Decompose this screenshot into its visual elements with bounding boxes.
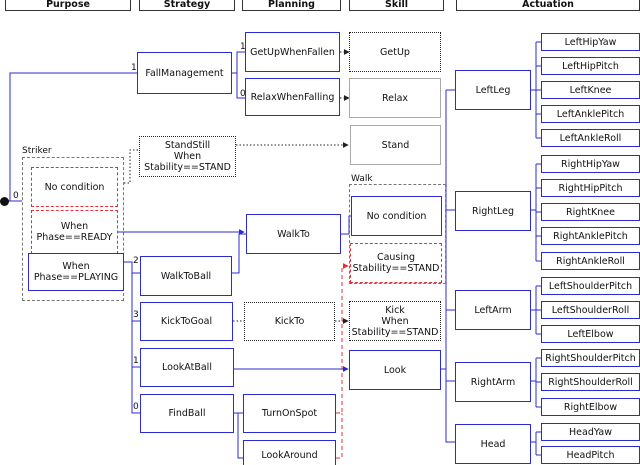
- strategy-look-at-ball[interactable]: LookAtBall: [140, 348, 234, 387]
- joint-left-shoulder-pitch[interactable]: LeftShoulderPitch: [541, 277, 640, 295]
- planning-get-up-when-fallen[interactable]: GetUpWhenFallen: [245, 32, 340, 72]
- joint-right-ankle-roll[interactable]: RightAnkleRoll: [541, 252, 640, 270]
- joint-right-ankle-pitch[interactable]: RightAnklePitch: [541, 227, 640, 245]
- edge-findball-lookaround: [237, 413, 243, 459]
- walk-region-label: Walk: [351, 174, 373, 184]
- joint-right-shoulder-pitch[interactable]: RightShoulderPitch: [541, 349, 640, 367]
- joint-left-knee[interactable]: LeftKnee: [541, 81, 640, 99]
- planning-kick-to[interactable]: KickTo: [244, 302, 335, 341]
- striker-region-label: Striker: [22, 146, 52, 156]
- joint-left-elbow[interactable]: LeftElbow: [541, 325, 640, 343]
- strategy-stand-still[interactable]: StandStill When Stability==STAND: [139, 136, 236, 177]
- strategy-walk-to-ball[interactable]: WalkToBall: [140, 256, 232, 296]
- priority-playing-walk: 2: [133, 256, 139, 266]
- header-actuation: Actuation: [456, 0, 640, 11]
- joint-left-hip-pitch[interactable]: LeftHipPitch: [541, 57, 640, 75]
- joint-right-hip-pitch[interactable]: RightHipPitch: [541, 179, 640, 197]
- priority-root-fall: 1: [131, 63, 137, 73]
- purpose-when-ready[interactable]: When Phase==READY: [31, 210, 118, 254]
- root-node: [0, 197, 9, 206]
- edge-fall-relax: [236, 73, 245, 99]
- joint-left-ankle-roll[interactable]: LeftAnkleRoll: [541, 129, 640, 147]
- actuation-left-arm[interactable]: LeftArm: [455, 290, 531, 330]
- strategy-kick-to-goal[interactable]: KickToGoal: [140, 302, 233, 341]
- edge-rightleg-joints: [531, 163, 541, 262]
- edge-lookaround-causing: [336, 413, 343, 459]
- edge-head-joints: [531, 431, 541, 456]
- skill-no-condition[interactable]: No condition: [351, 196, 442, 236]
- header-planning: Planning: [242, 0, 341, 11]
- actuation-head[interactable]: Head: [455, 424, 531, 464]
- skill-relax[interactable]: Relax: [349, 78, 441, 118]
- actuation-right-leg[interactable]: RightLeg: [455, 191, 531, 231]
- actuation-left-leg[interactable]: LeftLeg: [455, 70, 531, 110]
- edge-turnonspot-causing: [336, 263, 349, 414]
- actuation-right-arm[interactable]: RightArm: [455, 362, 531, 402]
- skill-get-up[interactable]: GetUp: [349, 32, 441, 72]
- joint-head-pitch[interactable]: HeadPitch: [541, 446, 640, 464]
- edge-rightarm-joints: [531, 357, 541, 408]
- skill-stand[interactable]: Stand: [350, 125, 441, 165]
- walk-region: [349, 184, 446, 284]
- planning-walk-to[interactable]: WalkTo: [246, 214, 341, 254]
- joint-right-shoulder-roll[interactable]: RightShoulderRoll: [541, 373, 640, 391]
- edge-fall-getup: [232, 51, 245, 74]
- skill-kick-when-stand[interactable]: Kick When Stability==STAND: [349, 301, 441, 341]
- priority-fall-getup: 1: [240, 42, 246, 52]
- priority-playing-look: 1: [133, 356, 139, 366]
- purpose-when-playing[interactable]: When Phase==PLAYING: [28, 253, 124, 291]
- joint-right-hip-yaw[interactable]: RightHipYaw: [541, 155, 640, 173]
- strategy-fall-management[interactable]: FallManagement: [137, 52, 232, 94]
- planning-relax-when-falling[interactable]: RelaxWhenFalling: [245, 78, 340, 116]
- purpose-no-condition[interactable]: No condition: [31, 167, 118, 207]
- joint-left-shoulder-roll[interactable]: LeftShoulderRoll: [541, 301, 640, 319]
- joint-right-knee[interactable]: RightKnee: [541, 203, 640, 221]
- priority-playing-find: 0: [133, 402, 139, 412]
- header-skill: Skill: [349, 0, 444, 11]
- edge-playing-walktoball: [124, 261, 140, 274]
- header-purpose: Purpose: [5, 0, 131, 11]
- header-strategy: Strategy: [139, 0, 235, 11]
- skill-look[interactable]: Look: [349, 350, 441, 390]
- edge-look-head: [441, 368, 455, 443]
- strategy-find-ball[interactable]: FindBall: [140, 394, 234, 433]
- planning-look-around[interactable]: LookAround: [243, 440, 336, 465]
- joint-left-ankle-pitch[interactable]: LeftAnklePitch: [541, 105, 640, 123]
- edge-walktoball-walkto: [232, 233, 246, 274]
- joint-head-yaw[interactable]: HeadYaw: [541, 423, 640, 441]
- priority-playing-kick: 3: [133, 310, 139, 320]
- planning-turn-on-spot[interactable]: TurnOnSpot: [243, 394, 336, 433]
- priority-fall-relax: 0: [240, 89, 246, 99]
- edge-leftleg-joints: [531, 41, 541, 139]
- priority-root-striker: 0: [13, 191, 19, 201]
- edge-playing-findball: [131, 367, 140, 414]
- joint-left-hip-yaw[interactable]: LeftHipYaw: [541, 33, 640, 51]
- skill-causing-stand[interactable]: Causing Stability==STAND: [350, 243, 442, 283]
- edge-leftarm-joints: [531, 285, 541, 335]
- striker-region: [22, 157, 124, 301]
- edge-nocond-standstill: [124, 149, 139, 184]
- joint-right-elbow[interactable]: RightElbow: [541, 398, 640, 416]
